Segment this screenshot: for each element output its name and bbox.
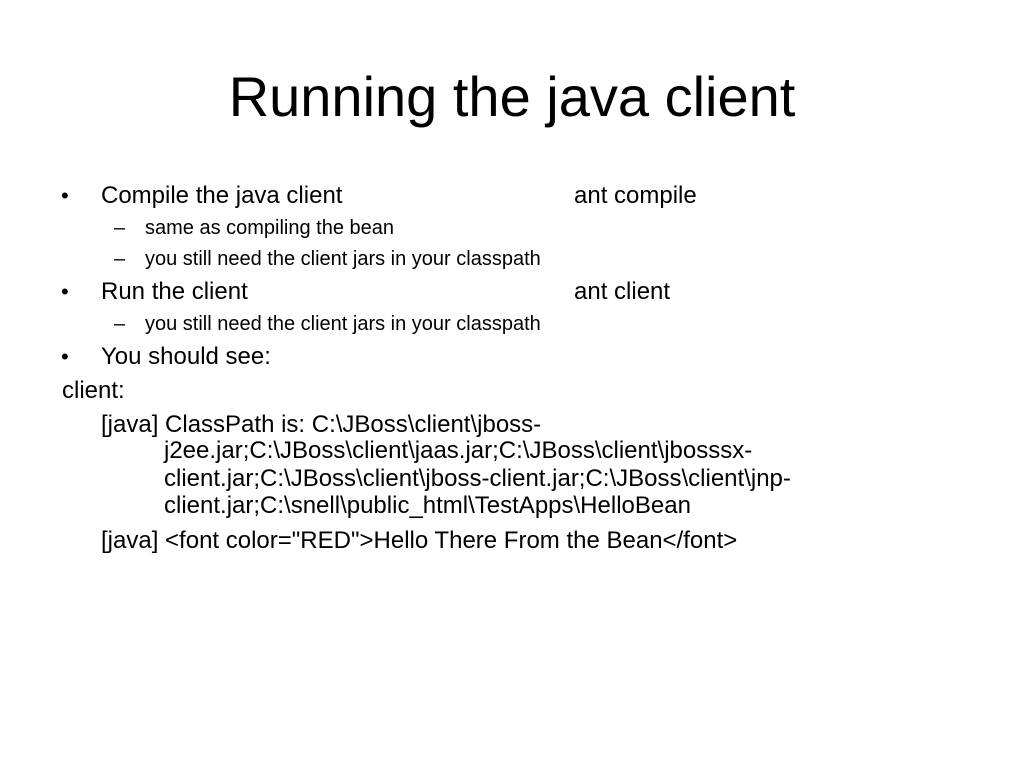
output-text: [java] <font color="RED">Hello There Fro… — [101, 527, 738, 554]
bullet-item-compile: • Compile the java client ant compile — [0, 182, 1024, 210]
slide-title: Running the java client — [228, 65, 796, 128]
bullet-item-run: • Run the client ant client — [0, 278, 1024, 306]
bullet-marker: • — [61, 279, 69, 304]
bullet-text: Run the client — [101, 278, 248, 305]
output-text: client.jar;C:\snell\public_html\TestApps… — [164, 492, 691, 519]
subitem-text: you still need the client jars in your c… — [145, 248, 541, 270]
output-text: [java] ClassPath is: C:\JBoss\client\jbo… — [101, 411, 542, 438]
output-classpath-line-1: [java] ClassPath is: C:\JBoss\client\jbo… — [0, 411, 1024, 439]
output-classpath-line-2: j2ee.jar;C:\JBoss\client\jaas.jar;C:\JBo… — [0, 437, 1024, 465]
bullet-item-should-see: • You should see: — [0, 343, 1024, 371]
bullet-text: You should see: — [101, 343, 271, 370]
subitem-text: you still need the client jars in your c… — [145, 313, 541, 335]
subitem-text: same as compiling the bean — [145, 217, 395, 239]
subitem-client-jars: – you still need the client jars in your… — [0, 247, 1024, 271]
dash-marker: – — [114, 217, 126, 239]
output-text: client.jar;C:\JBoss\client\jboss-client.… — [164, 465, 791, 492]
output-classpath-line-4: client.jar;C:\snell\public_html\TestApps… — [0, 492, 1024, 520]
bullet-marker: • — [61, 344, 69, 369]
subitem-same-as-bean: – same as compiling the bean — [0, 216, 1024, 240]
output-classpath-line-3: client.jar;C:\JBoss\client\jboss-client.… — [0, 465, 1024, 493]
bullet-marker: • — [61, 183, 69, 208]
output-label-line: client: — [0, 377, 1024, 405]
bullet-text: Compile the java client — [101, 182, 343, 209]
output-label: client: — [62, 377, 125, 404]
bullet-command: ant client — [574, 278, 671, 305]
subitem-client-jars-2: – you still need the client jars in your… — [0, 312, 1024, 336]
output-hello-line: [java] <font color="RED">Hello There Fro… — [0, 527, 1024, 555]
dash-marker: – — [114, 313, 126, 335]
output-text: j2ee.jar;C:\JBoss\client\jaas.jar;C:\JBo… — [164, 437, 753, 464]
bullet-command: ant compile — [574, 182, 697, 209]
dash-marker: – — [114, 248, 126, 270]
